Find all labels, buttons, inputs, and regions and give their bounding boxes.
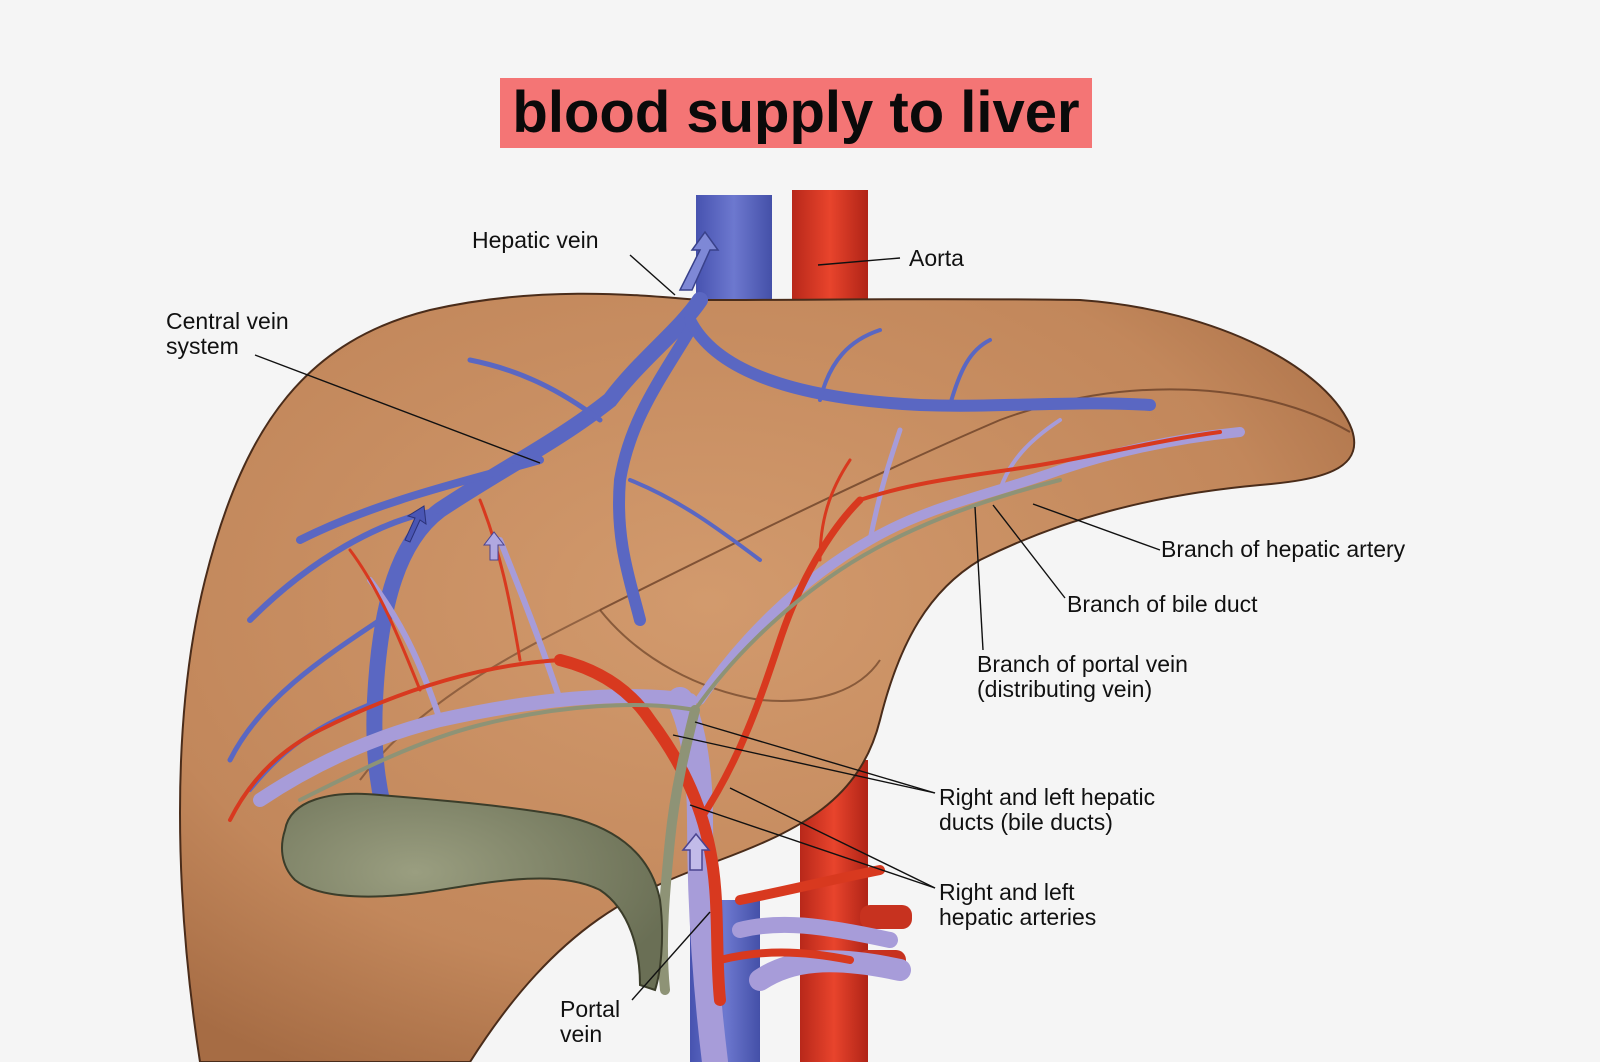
label-hepatic-ducts: Right and left hepatic ducts (bile ducts… — [939, 784, 1156, 835]
bile-duct-branches — [298, 478, 1062, 995]
label-portal-vein: Portal vein — [560, 996, 621, 1047]
leader-lines — [254, 254, 1161, 1001]
label-central-vein-system: Central vein system — [166, 308, 289, 359]
diagram-title: blood supply to liver — [500, 78, 1092, 148]
flow-arrows — [404, 230, 720, 871]
label-branch-bile-duct: Branch of bile duct — [1067, 591, 1258, 617]
label-branch-portal-vein: Branch of portal vein (distributing vein… — [977, 651, 1188, 702]
label-branch-hepatic-artery: Branch of hepatic artery — [1161, 536, 1406, 562]
aorta-vessel — [792, 190, 912, 1062]
label-aorta: Aorta — [909, 245, 964, 271]
label-hepatic-arteries: Right and left hepatic arteries — [939, 879, 1097, 930]
hepatic-artery-branches — [228, 430, 1222, 1006]
gallbladder — [281, 792, 664, 992]
label-hepatic-vein: Hepatic vein — [472, 227, 599, 253]
